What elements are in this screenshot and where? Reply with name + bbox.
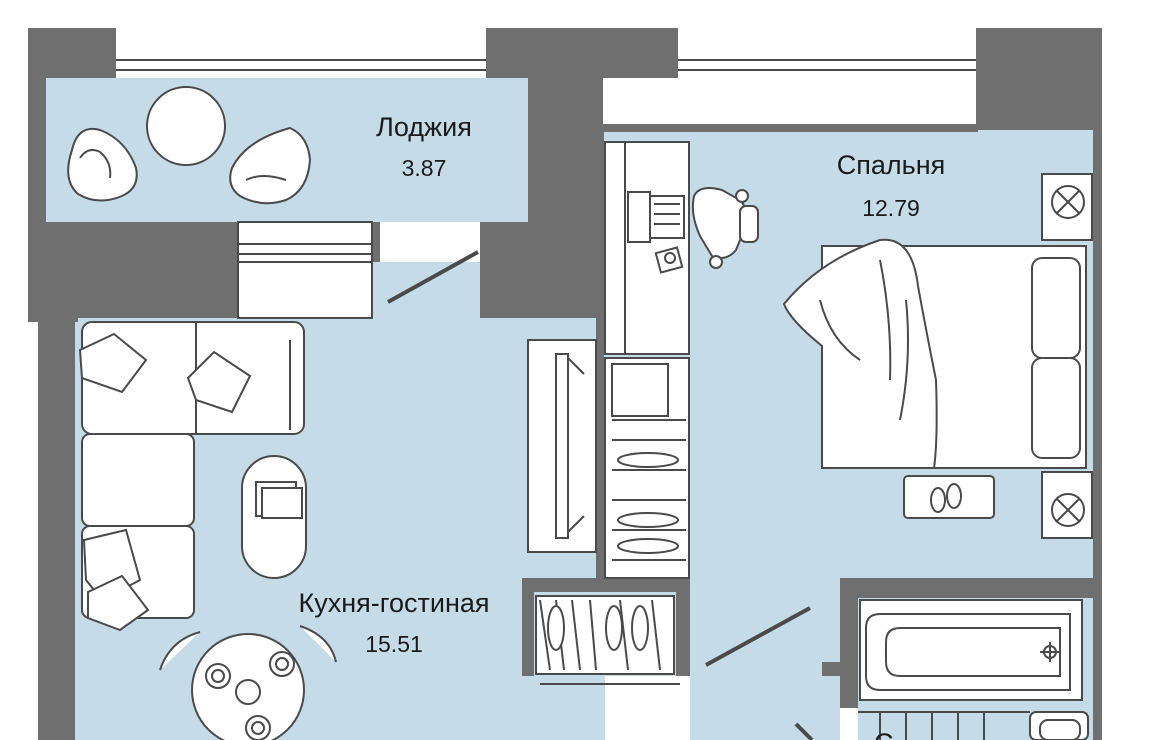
bathroom-door	[794, 722, 814, 740]
pillow-icon	[186, 350, 252, 414]
doors	[387, 250, 814, 740]
pillow-icon	[1031, 357, 1081, 459]
hanger-icon	[631, 605, 649, 651]
closet-icon	[604, 357, 690, 579]
pillow-icon	[1031, 257, 1081, 359]
wall-bedroom-left	[596, 130, 604, 580]
kitchen-living-name: Кухня-гостиная	[298, 588, 489, 618]
bed-icon	[782, 238, 1087, 469]
loggia-name: Лоджия	[376, 112, 472, 142]
bath-tiles	[858, 711, 1030, 740]
armchair-icon	[67, 128, 138, 202]
hanger-icon	[605, 605, 623, 651]
laptop-icon	[627, 191, 685, 243]
wall-bath-left	[840, 578, 858, 708]
air-conditioner-icon	[1041, 471, 1093, 539]
bedroom-door	[705, 606, 811, 667]
room-labels: Лоджия 3.87 Спальня 12.79 Кухня-гостиная…	[298, 112, 945, 740]
wall-center-stub	[480, 222, 603, 318]
windows	[116, 28, 976, 319]
wall-bath-top	[840, 578, 1100, 598]
desk-icon	[604, 141, 690, 355]
loggia-door	[387, 250, 479, 304]
wall-far-left	[38, 318, 75, 740]
corridor-floor	[690, 578, 840, 740]
coffee-table-icon	[241, 455, 307, 579]
hanger-icon	[547, 605, 565, 651]
kitchen-living-area: 15.51	[365, 631, 423, 657]
bedroom-window	[678, 28, 976, 124]
bedroom-name: Спальня	[837, 150, 946, 180]
office-chair-icon	[691, 187, 759, 269]
sofa-icon	[78, 321, 305, 632]
sink-icon	[1029, 711, 1089, 740]
hanger-icon	[617, 452, 679, 468]
loggia-area: 3.87	[402, 155, 447, 181]
armchair-icon	[229, 126, 312, 205]
wall-bedroom-top	[596, 124, 978, 132]
air-conditioner-icon	[1041, 173, 1093, 241]
wall-left-column	[28, 28, 46, 318]
wall-right-top	[975, 28, 1102, 130]
wall-right-column	[1093, 28, 1102, 740]
wall-loggia-bottom-left	[46, 222, 238, 318]
tv-icon	[527, 339, 597, 553]
hanger-icon	[617, 512, 679, 528]
dining-table-icon	[159, 625, 337, 740]
wall-bath-nub	[822, 662, 842, 676]
pillow-icon	[78, 332, 148, 394]
loggia-door-window	[237, 221, 373, 319]
hanger-icon	[617, 538, 679, 554]
loggia-furniture	[67, 86, 312, 205]
slippers-icon	[903, 475, 995, 519]
wardrobe-icon	[535, 595, 680, 685]
pillow-icon	[87, 574, 150, 632]
bathtub-icon	[859, 599, 1083, 701]
bathroom-name: С	[874, 728, 894, 740]
round-table-icon	[146, 86, 226, 166]
wall-loggia-bottom-mid	[370, 222, 380, 262]
bedroom-area: 12.79	[862, 195, 920, 221]
loggia-window	[116, 28, 486, 78]
